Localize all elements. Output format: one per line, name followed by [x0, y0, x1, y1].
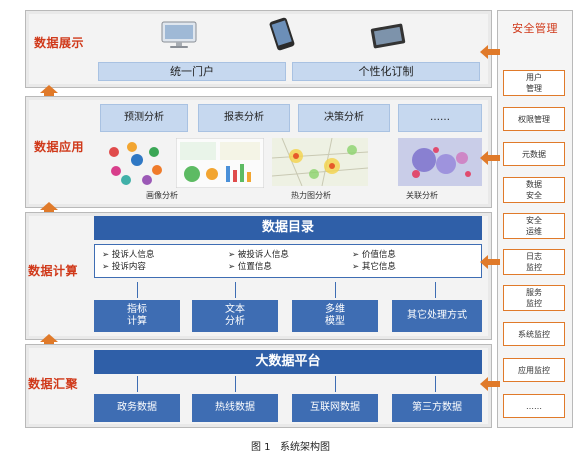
source-hotline: 热线数据 — [192, 394, 278, 422]
application-layer-label: 数据应用 — [34, 140, 85, 154]
security-log-monitor: 日志 监控 — [503, 249, 565, 275]
catalog-item: ➢ 其它信息 — [352, 262, 396, 272]
catalog-item: ➢ 位置信息 — [228, 262, 272, 272]
caption-profile: 画像分析 — [146, 191, 178, 200]
security-service-monitor: 服务 监控 — [503, 285, 565, 311]
data-catalog-box: 数据目录 — [94, 216, 482, 240]
source-internet: 互联网数据 — [292, 394, 378, 422]
figure-caption: 图 1 系统架构图 — [250, 442, 331, 453]
association-graphic — [398, 138, 482, 186]
desktop-monitor-icon — [160, 20, 198, 50]
security-ops: 安全 运维 — [503, 213, 565, 239]
app-tab-report: 报表分析 — [198, 104, 290, 132]
caption-heatmap: 热力图分析 — [291, 191, 331, 200]
display-layer-label: 数据展示 — [34, 36, 85, 50]
catalog-item: ➢ 被投诉人信息 — [228, 250, 289, 260]
security-user-mgmt: 用户 管理 — [503, 70, 565, 96]
collect-layer-label: 数据汇聚 — [28, 377, 79, 391]
method-other: 其它处理方式 — [392, 300, 482, 332]
flow-arrow — [435, 376, 436, 392]
source-third-party: 第三方数据 — [392, 394, 482, 422]
security-system-monitor: 系统监控 — [503, 322, 565, 346]
security-app-monitor: 应用监控 — [503, 358, 565, 382]
source-government: 政务数据 — [94, 394, 180, 422]
heatmap-graphic — [271, 137, 369, 187]
unified-portal-box: 统一门户 — [98, 62, 286, 81]
left-arrow-icon — [480, 150, 500, 169]
app-tab-forecast: 预测分析 — [100, 104, 188, 132]
flow-arrow — [335, 282, 336, 298]
compute-layer-label: 数据计算 — [28, 264, 79, 278]
caption-association: 关联分析 — [406, 191, 438, 200]
profile-analysis-graphic — [102, 140, 172, 186]
app-tab-more: …… — [398, 104, 482, 132]
big-data-platform-box: 大数据平台 — [94, 350, 482, 374]
security-more: …… — [503, 394, 565, 418]
phone-icon — [262, 16, 302, 52]
flow-arrow — [137, 376, 138, 392]
catalog-item: ➢ 投诉人信息 — [102, 250, 155, 260]
security-permission-mgmt: 权限管理 — [503, 107, 565, 131]
tablet-icon — [368, 22, 408, 50]
security-metadata: 元数据 — [503, 142, 565, 166]
flow-arrow — [235, 282, 236, 298]
method-indicator-calc: 指标 计算 — [94, 300, 180, 332]
method-text-analysis: 文本 分析 — [192, 300, 278, 332]
catalog-item: ➢ 价值信息 — [352, 250, 396, 260]
app-tab-decision: 决策分析 — [298, 104, 390, 132]
flow-arrow — [137, 282, 138, 298]
personalization-box: 个性化订制 — [292, 62, 480, 81]
left-arrow-icon — [480, 376, 500, 395]
left-arrow-icon — [480, 44, 500, 63]
security-title: 安全管理 — [512, 22, 558, 35]
flow-arrow — [335, 376, 336, 392]
flow-arrow — [435, 282, 436, 298]
catalog-item: ➢ 投诉内容 — [102, 262, 146, 272]
catalog-items-panel — [94, 244, 482, 278]
left-arrow-icon — [480, 254, 500, 273]
security-data-security: 数据 安全 — [503, 177, 565, 203]
flow-arrow — [235, 376, 236, 392]
dashboard-graphic — [175, 137, 265, 189]
method-multidim-model: 多维 模型 — [292, 300, 378, 332]
